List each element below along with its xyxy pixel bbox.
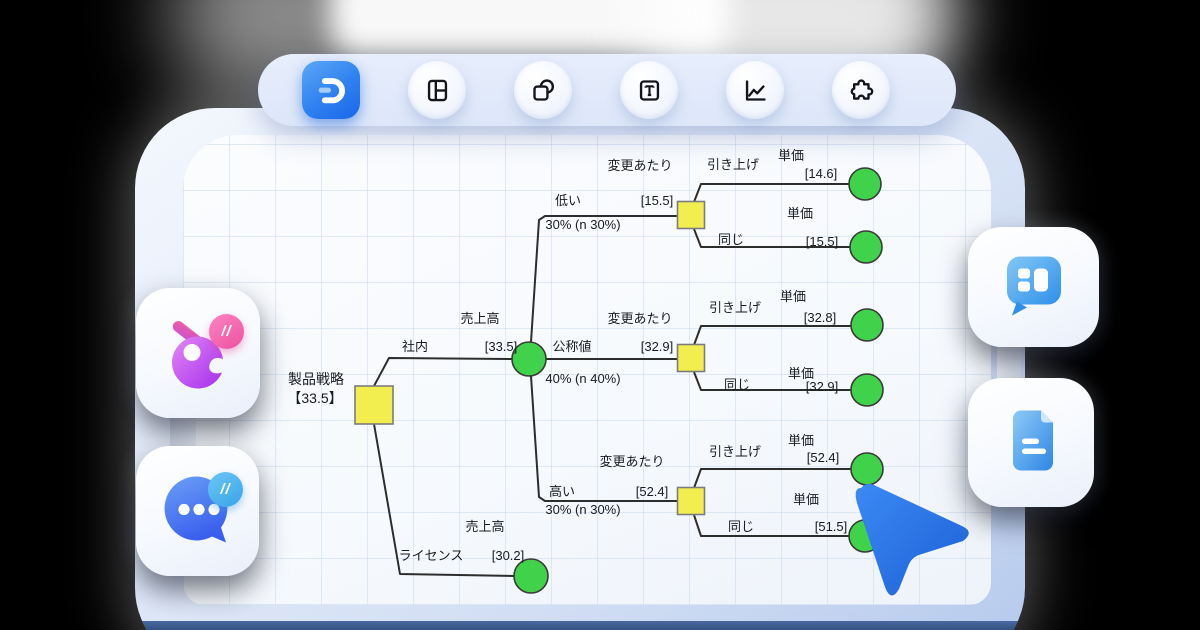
tree-label: 売上高 [465,519,504,534]
badge-glyph: // [221,323,232,340]
tree-label: 単価 [778,148,804,163]
frame-bottom-strip [135,621,1025,630]
tree-label: 引き上げ [709,444,761,459]
quote-badge: // [209,314,244,349]
tree-label: 製品戦略 [288,371,344,387]
chart-icon [745,79,766,101]
tree-edge [693,325,851,346]
tree-label: 変更あたり [599,454,664,469]
tree-node-end-high-raise[interactable] [850,452,884,486]
tree-edge [530,215,678,343]
edraw-logo[interactable] [302,61,360,119]
tree-label: ライセンス [399,548,464,563]
tree-edge [693,228,850,248]
text-icon [639,79,659,101]
tree-node-end-nom-raise[interactable] [850,308,884,342]
tree-node-end-low-raise[interactable] [848,167,882,201]
tree-label: [51.5] [815,519,848,534]
tree-edge [693,468,851,489]
tree-node-dec-high[interactable] [676,486,706,516]
tree-label: [30.2] [492,548,525,563]
tree-edge [530,375,678,502]
tree-label: 引き上げ [707,157,759,172]
chart-tool-button[interactable] [726,61,784,119]
chat-feature-card[interactable]: // [136,446,259,576]
tree-label: 単価 [787,206,813,221]
tree-label: 同じ [718,232,744,247]
palette-icon [152,305,244,402]
layout-icon [427,79,447,101]
tree-label: 単価 [793,492,819,507]
tree-label: 変更あたり [607,311,672,326]
tree-edge [693,371,851,391]
tree-label: [32.9] [806,379,839,394]
tree-label: 低い [555,193,581,208]
plugin-icon [850,78,873,100]
tree-label: [33.5] [485,339,518,354]
tree-edge [373,357,513,387]
tree-label: [52.4] [807,450,840,465]
shapes-tool-button[interactable] [514,61,572,119]
tree-label: [32.8] [804,310,837,325]
tree-node-end-nom-same[interactable] [850,373,884,407]
tree-edge [693,183,849,203]
tree-label: 高い [549,484,575,499]
tree-label: 同じ [724,377,750,392]
tree-edge [693,514,849,537]
tree-label: 単価 [780,289,806,304]
tree-label: [15.5] [641,193,674,208]
tree-label: 30% (n 30%) [545,217,620,232]
tree-node-end-license[interactable] [513,558,549,594]
tree-label: 30% (n 30%) [545,502,620,517]
tree-label: 変更あたり [607,158,672,173]
tree-node-dec-nominal[interactable] [676,343,706,373]
quote-badge: // [208,472,243,507]
tree-label: [32.9] [641,339,674,354]
edraw-logo-glyph [318,78,345,104]
tree-label: 引き上げ [709,300,761,315]
tree-label: 単価 [788,366,814,381]
tree-label: 同じ [728,519,754,534]
tree-label: 単価 [788,433,814,448]
tree-node-root[interactable] [354,385,394,425]
plugin-tool-button[interactable] [832,61,890,119]
tree-node-chance-sales[interactable] [511,341,547,377]
text-tool-button[interactable] [620,61,678,119]
tree-label: [52.4] [636,484,669,499]
comment-feature-card[interactable] [968,227,1099,347]
tree-node-end-high-same[interactable] [848,519,882,553]
layout-tool-button[interactable] [408,61,466,119]
document-icon [995,404,1067,481]
tree-edge [373,423,515,577]
tree-label: 40% (n 40%) [545,371,620,386]
comment-card-icon [999,250,1069,325]
theme-feature-card[interactable]: // [136,288,260,418]
main-toolbar [258,54,956,126]
tree-node-dec-low[interactable] [676,200,706,230]
tree-label: 【33.5】 [287,390,342,406]
tree-label: [14.6] [805,166,838,181]
tree-label: [15.5] [806,234,839,249]
badge-glyph: // [220,481,231,498]
document-feature-card[interactable] [968,378,1094,507]
tree-label: 公称値 [552,339,591,354]
tree-label: 売上高 [460,311,499,326]
tree-label: 社内 [402,339,428,354]
tree-node-end-low-same[interactable] [849,230,883,264]
shapes-icon [532,78,554,101]
